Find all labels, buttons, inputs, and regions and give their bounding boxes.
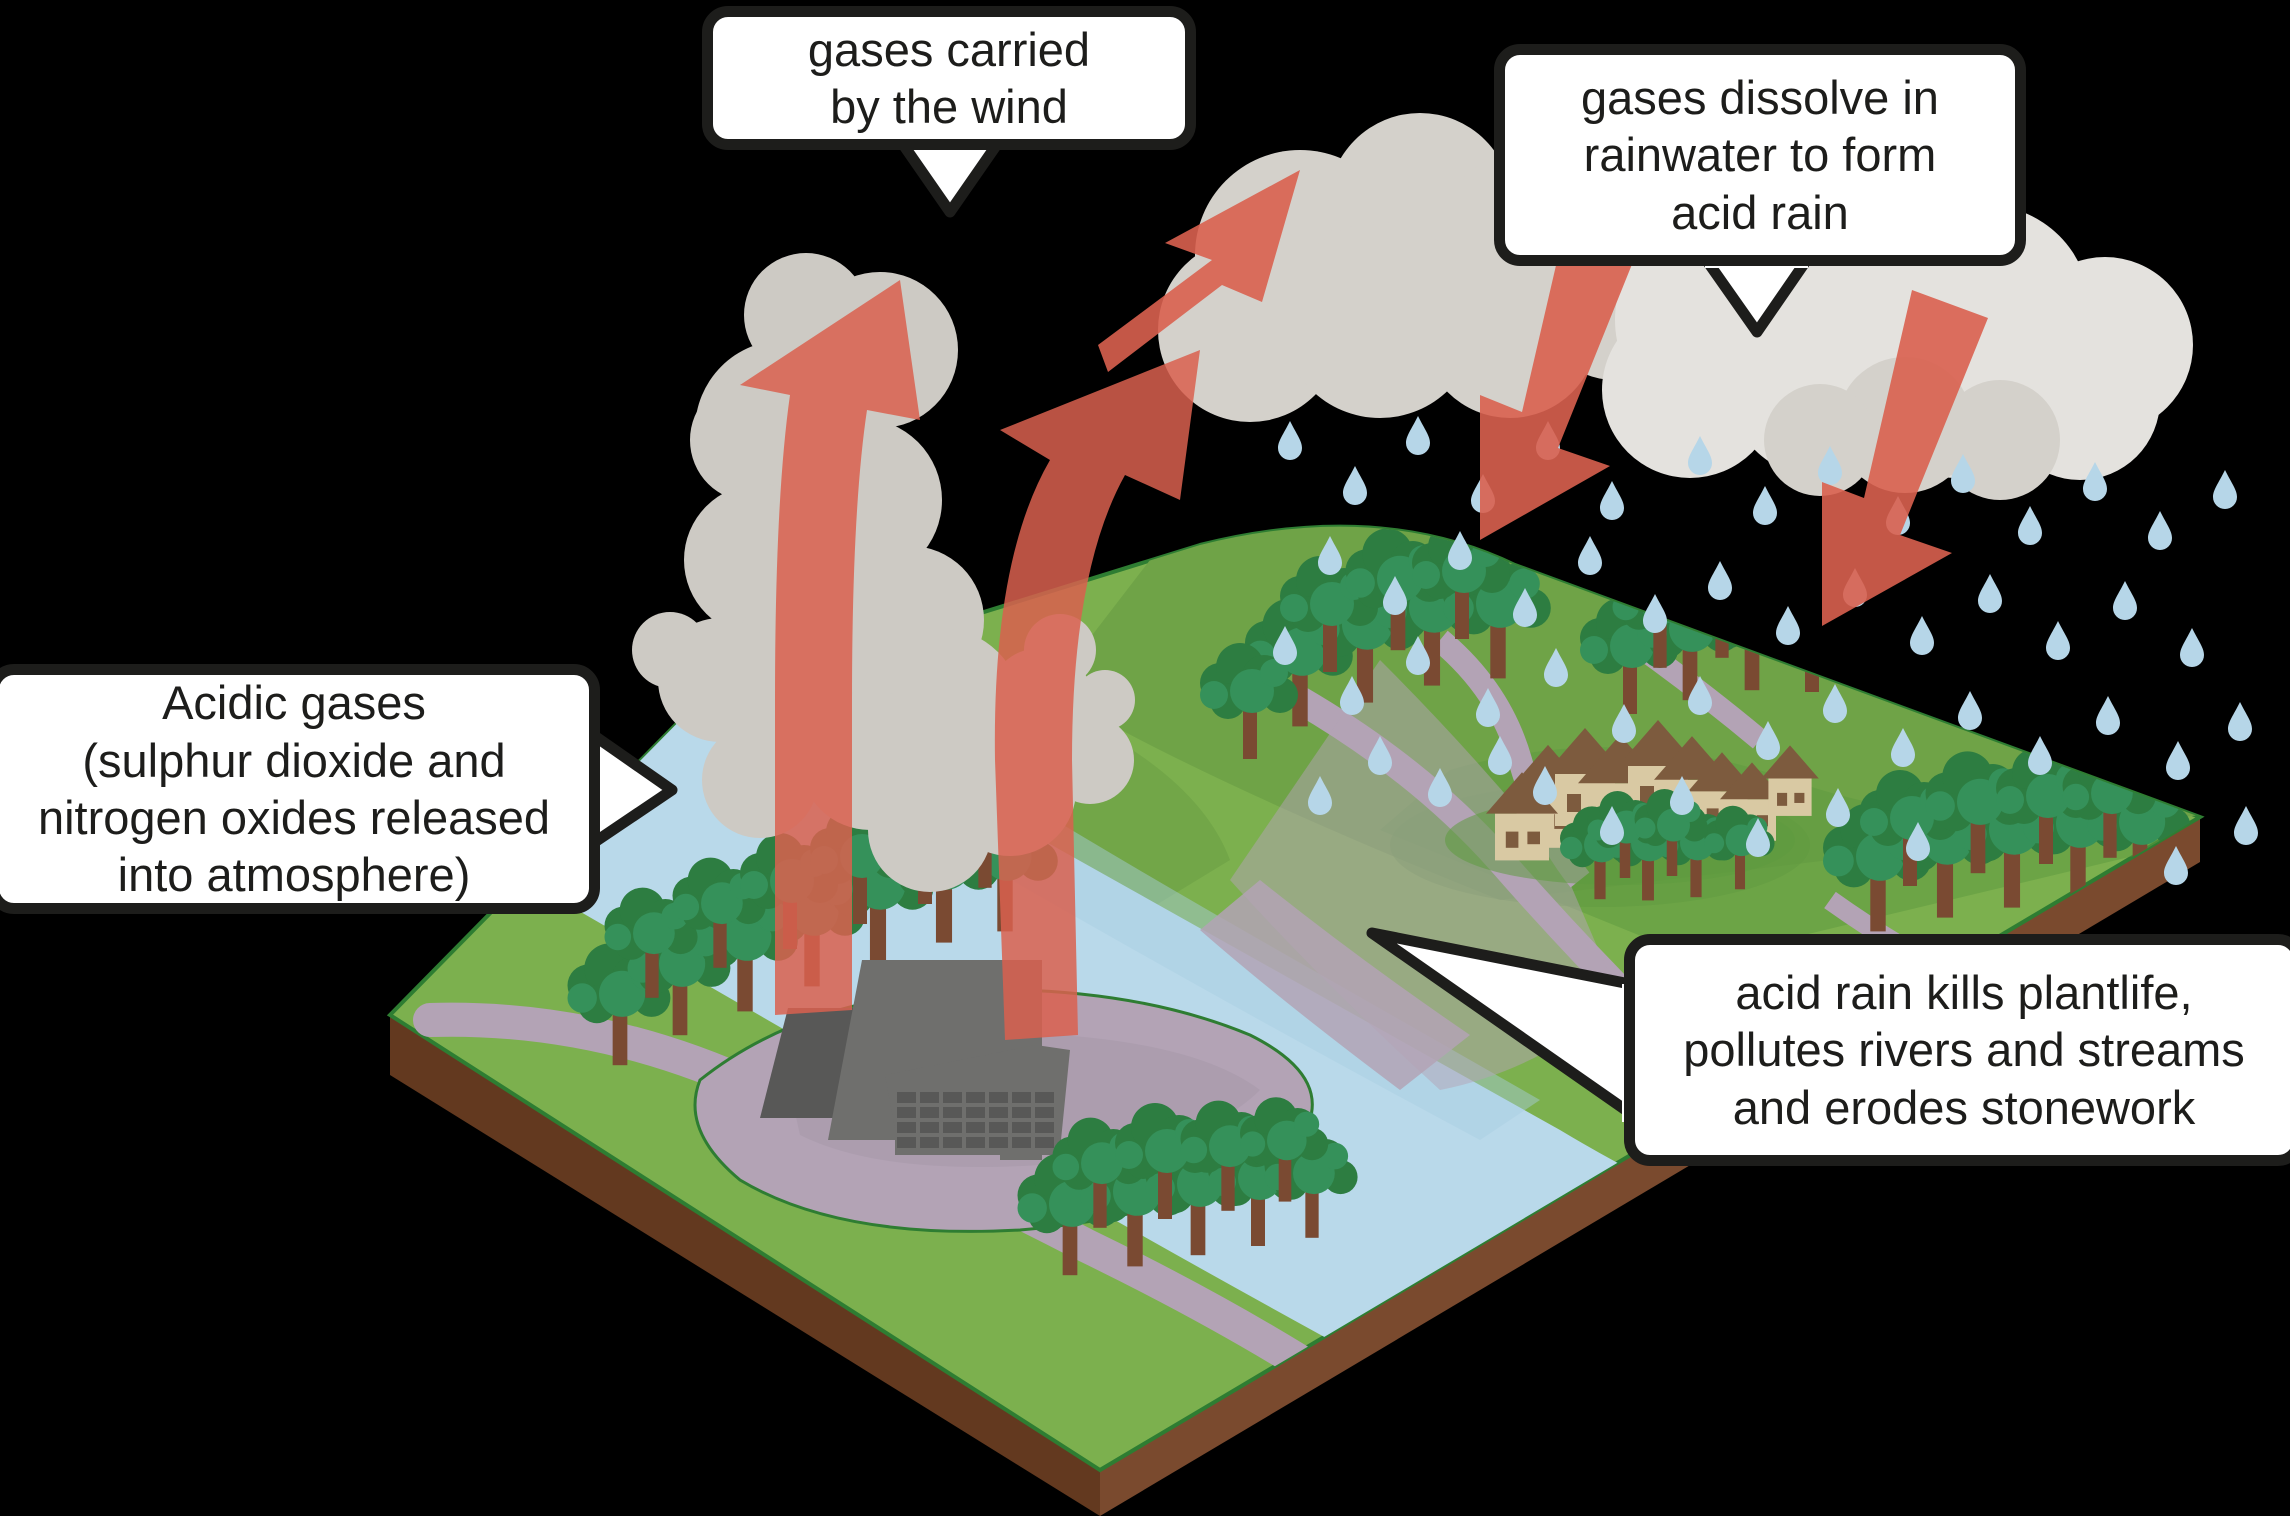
callout-acidic-gases: Acidic gases (sulphur dioxide and nitrog… [0,664,600,914]
factory-windows [897,1092,1054,1148]
arrow-down-left [1480,205,1645,540]
red-arrows [740,170,1988,1040]
callout-gases-carried-by-wind: gases carried by the wind [702,6,1196,150]
callout-gases-dissolve-in-rainwater: gases dissolve in rainwater to form acid… [1494,44,2026,266]
callout-acid-rain-kills-plantlife: acid rain kills plantlife, pollutes rive… [1624,934,2290,1166]
arrow-down-right [1822,290,1988,626]
arrow-diagonal [1098,170,1300,372]
tail-gases-carried [894,134,1006,218]
arrow-up-left [740,280,920,1015]
arrow-up-right [994,350,1200,1040]
